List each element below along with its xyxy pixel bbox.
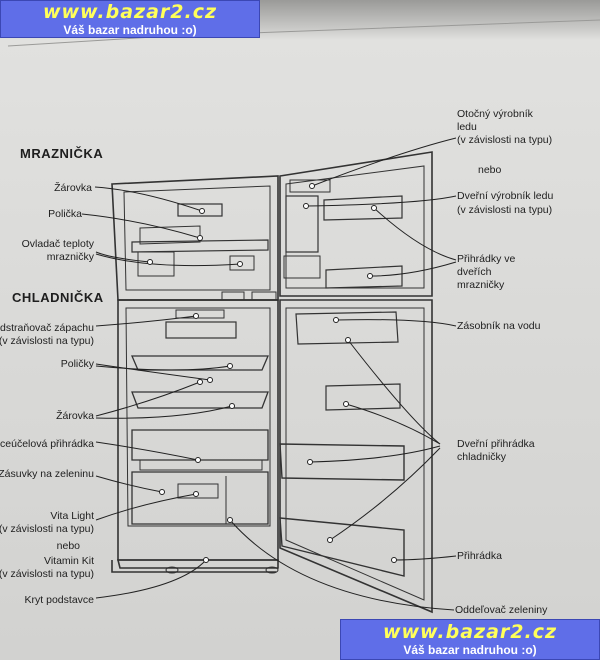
label-ovladac-line1: Ovladač teploty [21, 238, 94, 250]
label-nebo-left: nebo [56, 540, 80, 552]
label-kryt-podstavce: Kryt podstavce [24, 594, 94, 606]
label-vitamin-kit-note: (v závislosti na typu) [0, 568, 94, 580]
section-freezer: MRAZNIČKA [20, 146, 104, 161]
label-vita-light: Vita Light [50, 510, 94, 522]
label-prihradka: Přihrádka [457, 550, 502, 562]
label-zasobnik: Zásobník na vodu [457, 320, 541, 332]
label-dverni-vyrobnik-note: (v závislosti na typu) [457, 204, 553, 216]
section-fridge: CHLADNIČKA [12, 290, 104, 305]
freezer-door [279, 151, 433, 297]
label-otocny-line2: ledu [457, 121, 477, 133]
banner-subtitle: Váš bazar nadruhou :o) [63, 23, 197, 37]
fridge-door [279, 299, 433, 614]
label-policka: Polička [48, 208, 82, 220]
label-dverni-prihradka-line2: chladničky [457, 451, 507, 463]
label-zasuvky: Zásuvky na zeleninu [0, 468, 94, 480]
label-prihradky-line3: mrazničky [457, 279, 505, 291]
label-vita-light-note: (v závislosti na typu) [0, 523, 94, 535]
label-zarovka-freezer: Žárovka [54, 182, 92, 194]
banner-url: www.bazar2.cz [42, 1, 218, 23]
label-prihradky-line1: Přihrádky ve [457, 253, 516, 265]
watermark-banner-top: www.bazar2.cz Váš bazar nadruhou :o) [0, 0, 260, 38]
banner-url-bottom: www.bazar2.cz [382, 621, 558, 643]
label-dverni-prihradka-line1: Dveřní přihrádka [457, 438, 535, 450]
label-otocny-line1: Otočný výrobník [457, 108, 533, 120]
label-policky: Poličky [60, 358, 94, 370]
watermark-banner-bottom: www.bazar2.cz Váš bazar nadruhou :o) [340, 619, 600, 660]
label-nebo-right: nebo [478, 164, 502, 176]
freezer-cabinet [111, 175, 279, 301]
label-zarovka-fridge: Žárovka [56, 410, 94, 422]
label-viceucelova: Víceúčelová přihrádka [0, 438, 94, 450]
label-odstranovac-line2: (v závislosti na typu) [0, 335, 94, 347]
label-vitamin-kit: Vitamin Kit [44, 555, 94, 567]
label-odstranovac-line1: Odstraňovač zápachu [0, 322, 94, 334]
label-dverni-vyrobnik: Dveřní výrobník ledu [457, 190, 554, 202]
label-oddelovac: Oddeľovač zeleniny [455, 604, 548, 616]
banner-subtitle-bottom: Váš bazar nadruhou :o) [403, 643, 537, 657]
label-ovladac-line2: mrazničky [46, 251, 94, 263]
label-prihradky-line2: dveřích [457, 266, 492, 278]
label-otocny-note: (v závislosti na typu) [457, 134, 553, 146]
